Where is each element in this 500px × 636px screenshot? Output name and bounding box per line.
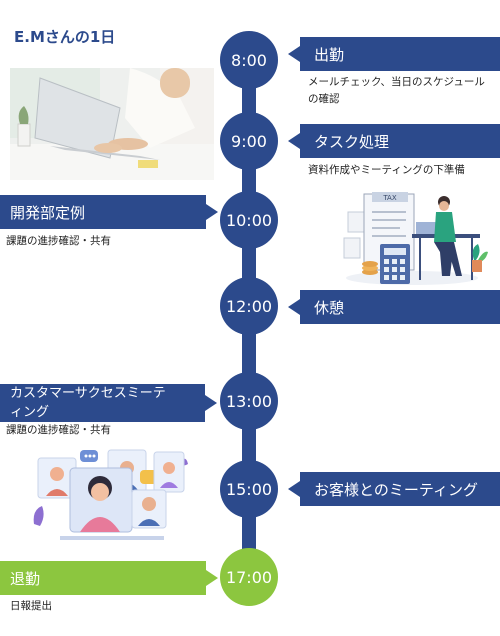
time-circle-1200: 12:00	[220, 277, 278, 335]
event-label: 退勤	[10, 569, 41, 588]
event-bar-client-meeting: お客様とのミーティング	[288, 472, 500, 506]
event-label: 休憩	[314, 298, 345, 317]
tax-label: TAX	[382, 194, 397, 202]
event-label: 出勤	[314, 45, 345, 64]
event-bar-task: タスク処理	[288, 124, 500, 158]
event-note: 日報提出	[10, 600, 52, 612]
time-circle-0900: 9:00	[220, 112, 278, 170]
event-bar-cs-meeting: カスタマーサクセスミーティング	[0, 384, 217, 422]
event-note: 課題の進捗確認・共有	[6, 424, 111, 436]
laptop-typing-illustration	[10, 68, 214, 180]
event-bar-leave: 退勤	[0, 561, 218, 595]
event-bar-break: 休憩	[288, 290, 500, 324]
event-bar-dev-meeting: 開発部定例	[0, 195, 218, 229]
event-label: カスタマーサクセスミーティング	[10, 386, 166, 420]
event-bar-arrival: 出勤	[288, 37, 500, 71]
event-note: メールチェック、当日のスケジュールの確認	[308, 76, 485, 105]
time-circle-0800: 8:00	[220, 31, 278, 89]
event-label: 開発部定例	[10, 203, 86, 222]
video-meeting-illustration	[30, 446, 188, 546]
tax-document-illustration: TAX	[343, 192, 488, 285]
time-circle-1500: 15:00	[220, 460, 278, 518]
page-title: E.Mさんの1日	[14, 28, 116, 46]
time-circle-1300: 13:00	[220, 372, 278, 430]
time-circle-1000: 10:00	[220, 191, 278, 249]
event-label: お客様とのミーティング	[314, 480, 478, 499]
event-note: 資料作成やミーティングの下準備	[308, 164, 465, 176]
event-label: タスク処理	[314, 132, 390, 151]
time-circle-1700: 17:00	[220, 548, 278, 606]
event-note: 課題の進捗確認・共有	[6, 235, 111, 247]
